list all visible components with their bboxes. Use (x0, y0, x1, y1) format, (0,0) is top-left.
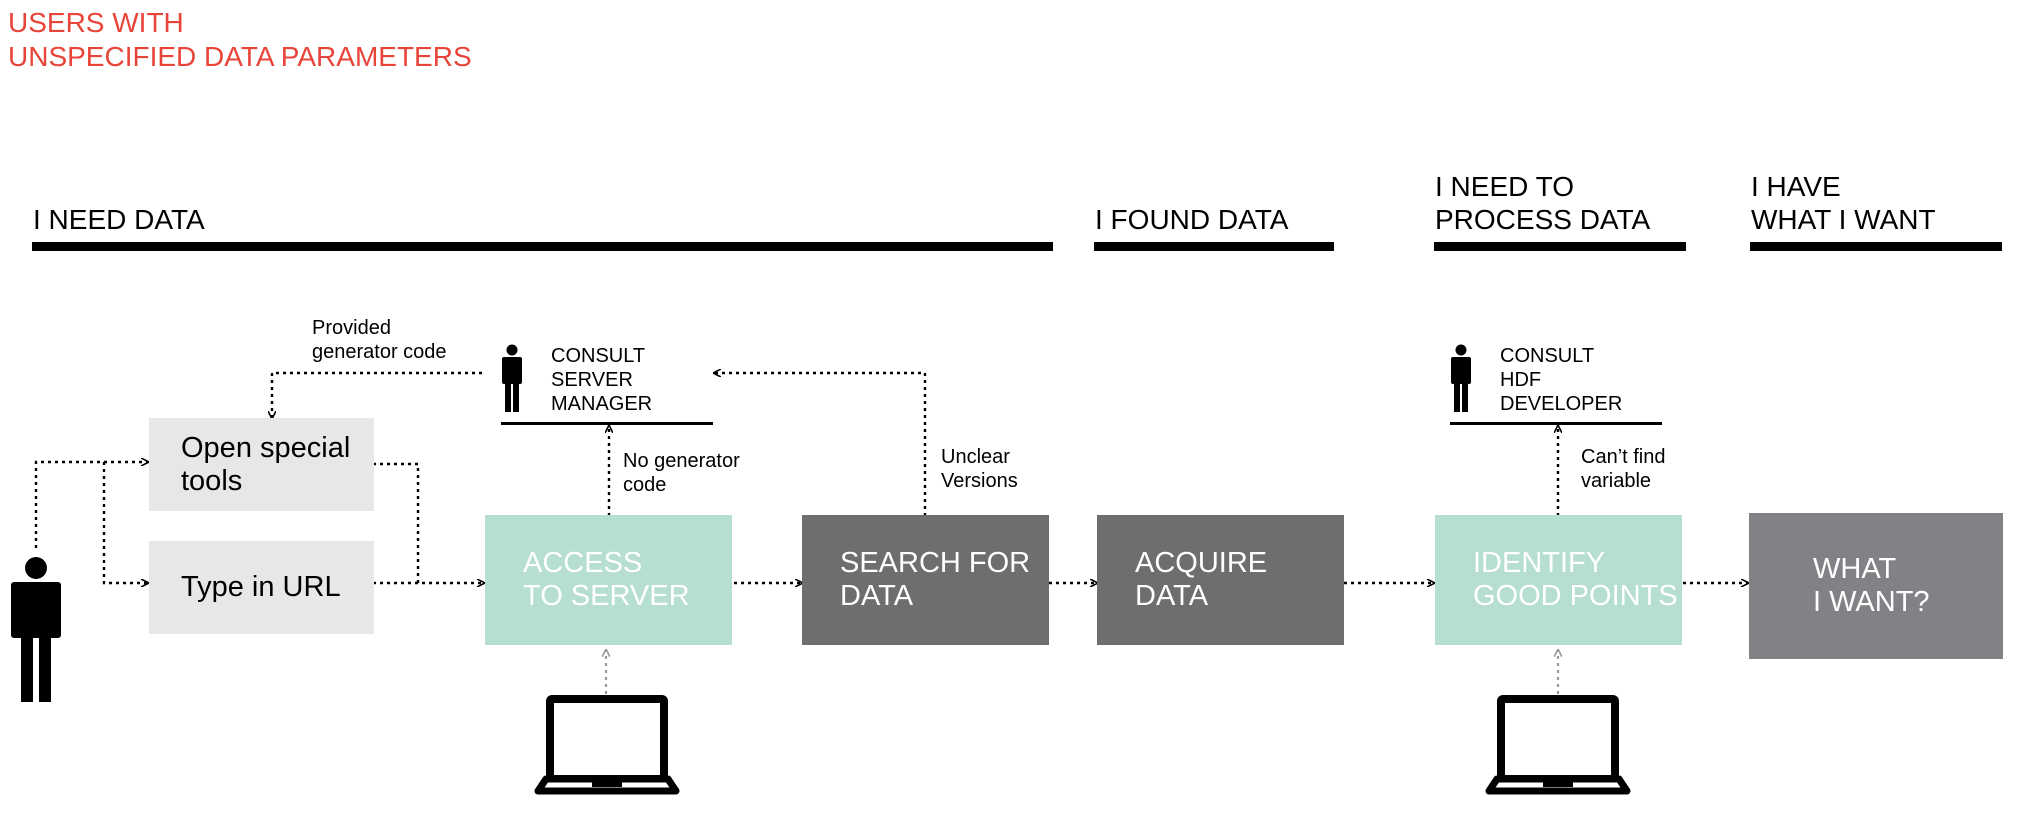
person-icon (11, 557, 61, 702)
consult-line: HDF (1500, 369, 1542, 391)
laptop-icon (534, 695, 680, 795)
box-label-line: ACQUIRE (1135, 547, 1268, 579)
open-special-tools-box: Open special tools (149, 418, 374, 511)
type-in-url-box: Type in URL (149, 541, 374, 634)
acquire-data-box: ACQUIRE DATA (1097, 515, 1344, 645)
consult-server-manager-label: CONSULT SERVER MANAGER (551, 344, 652, 416)
consult-line: DEVELOPER (1500, 393, 1623, 415)
note-cant-find-variable: Can’t find variable (1581, 445, 1666, 493)
note-line: No generator (623, 450, 740, 472)
stage-label-line: WHAT I WANT (1751, 204, 1936, 235)
box-label-line: GOOD POINTS (1473, 580, 1678, 612)
stage-label-line: I NEED DATA (33, 204, 205, 235)
box-label-line: IDENTIFY (1473, 547, 1606, 579)
consult-hdf-developer-underline (1450, 422, 1662, 425)
identify-good-points-box: IDENTIFY GOOD POINTS (1435, 515, 1682, 645)
note-line: variable (1581, 470, 1652, 492)
connector-person-up (34, 462, 148, 548)
box-label-line: DATA (840, 580, 914, 612)
box-label-line: SEARCH FOR (840, 547, 1031, 579)
note-line: generator code (312, 341, 447, 363)
connector-branch-down (102, 462, 148, 583)
title-line-2: UNSPECIFIED DATA PARAMETERS (8, 41, 472, 72)
stage-bar-found-data (1094, 242, 1334, 251)
connector-tools-out (373, 462, 420, 583)
stage-label-found-data: I FOUND DATA (1095, 203, 1288, 236)
note-line: Versions (941, 470, 1018, 492)
consult-server-manager-underline (501, 422, 713, 425)
stage-label-line: I NEED TO (1435, 171, 1575, 202)
consult-hdf-developer-label: CONSULT HDF DEVELOPER (1500, 344, 1622, 416)
title-line-1: USERS WITH (8, 7, 184, 38)
stage-label-process-data: I NEED TO PROCESS DATA (1435, 170, 1650, 236)
stage-label-need-data: I NEED DATA (33, 203, 205, 236)
stage-bar-process-data (1434, 242, 1686, 251)
box-label-line: I WANT? (1813, 586, 1930, 618)
person-icon (502, 344, 522, 412)
search-for-data-box: SEARCH FOR DATA (802, 515, 1049, 645)
diagram-title: USERS WITH UNSPECIFIED DATA PARAMETERS (8, 6, 472, 74)
consult-line: SERVER (551, 369, 633, 391)
person-icon (1451, 344, 1471, 412)
connector-consult-to-tools (272, 371, 482, 418)
stage-bar-have-want (1750, 242, 2002, 251)
stage-label-line: I HAVE (1751, 171, 1841, 202)
note-line: Provided (312, 317, 391, 339)
note-provided-generator-code: Provided generator code (312, 316, 447, 364)
consult-line: MANAGER (551, 393, 653, 415)
consult-line: CONSULT (551, 345, 646, 367)
box-label-line: tools (181, 464, 243, 497)
access-to-server-box: ACCESS TO SERVER (485, 515, 732, 645)
consult-line: CONSULT (1500, 345, 1595, 367)
note-no-generator-code: No generator code (623, 449, 740, 497)
note-line: code (623, 474, 667, 496)
what-i-want-box: WHAT I WANT? (1749, 513, 2003, 659)
box-label-line: TO SERVER (523, 580, 690, 612)
note-unclear-versions: Unclear Versions (941, 445, 1018, 493)
box-label-line: Type in URL (181, 571, 341, 603)
box-label-line: WHAT (1813, 553, 1897, 585)
note-line: Can’t find (1581, 446, 1666, 468)
note-line: Unclear (941, 446, 1010, 468)
stage-label-line: I FOUND DATA (1095, 204, 1289, 235)
stage-label-line: PROCESS DATA (1435, 204, 1651, 235)
box-label-line: ACCESS (523, 547, 643, 579)
stage-bar-need-data (32, 242, 1053, 251)
laptop-icon (1485, 695, 1631, 795)
box-label-line: DATA (1135, 580, 1209, 612)
box-label-line: Open special (181, 431, 351, 464)
connector-search-to-consult (714, 373, 927, 516)
stage-label-have-want: I HAVE WHAT I WANT (1751, 170, 1936, 236)
